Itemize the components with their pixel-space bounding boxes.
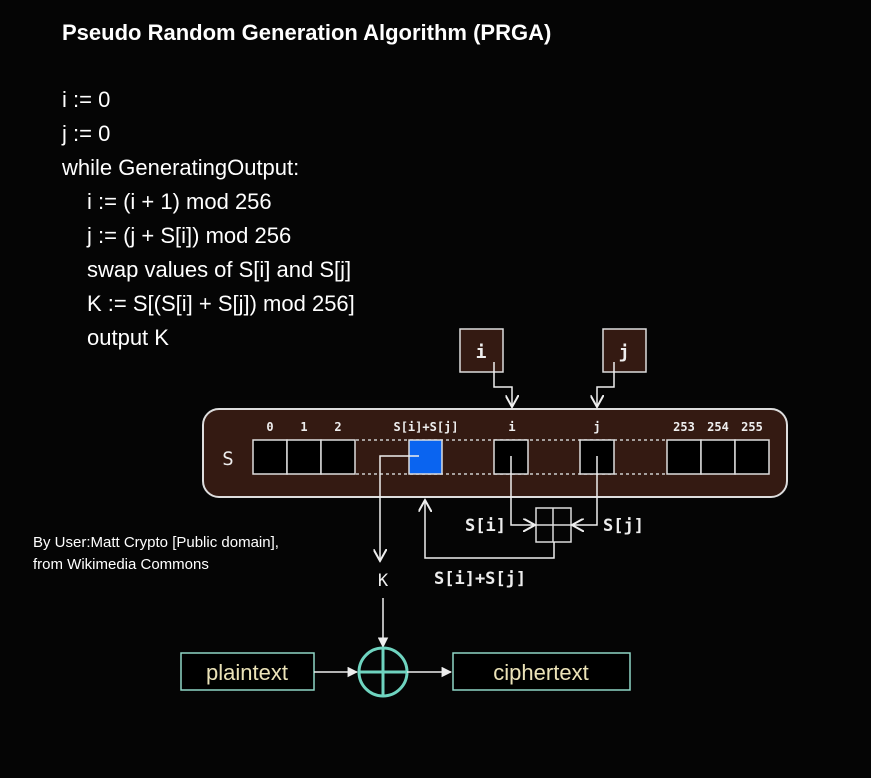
slide-title: Pseudo Random Generation Algorithm (PRGA… — [62, 20, 552, 45]
attribution-line: from Wikimedia Commons — [33, 556, 209, 573]
sum-feedback-arrow — [425, 500, 555, 559]
array-cell — [320, 439, 356, 475]
si-label: S[i] — [465, 516, 506, 536]
index-label: 255 — [741, 420, 763, 434]
j-register-label: j — [619, 342, 630, 363]
array-cell — [252, 439, 288, 475]
plaintext-box — [180, 652, 315, 691]
ciphertext-box — [452, 652, 631, 691]
attribution-line: By User:Matt Crypto [Public domain], — [33, 534, 279, 551]
code-line: i := (i + 1) mod 256 — [87, 189, 272, 214]
code-line: K := S[(S[i] + S[j]) mod 256] — [87, 291, 355, 316]
array-cell — [286, 439, 322, 475]
index-label: i — [508, 420, 515, 434]
code-line: output K — [87, 325, 169, 350]
array-name-label: S — [222, 448, 233, 470]
index-label: 1 — [300, 420, 307, 434]
array-cell-k-highlight — [408, 439, 443, 475]
index-label: 254 — [707, 420, 729, 434]
k-label: K — [378, 571, 389, 591]
plaintext-label: plaintext — [206, 660, 288, 685]
index-label: S[i]+S[j] — [393, 420, 458, 434]
i-register-box — [459, 328, 504, 373]
code-line: swap values of S[i] and S[j] — [87, 257, 352, 282]
i-pointer-arrow — [493, 362, 512, 407]
code-line: i := 0 — [62, 87, 111, 112]
index-label: 253 — [673, 420, 695, 434]
ciphertext-label: ciphertext — [493, 660, 588, 685]
pseudocode: i := 0 j := 0 while GeneratingOutput: i … — [62, 83, 355, 355]
k-output-arrow — [380, 455, 419, 561]
array-cell — [734, 439, 770, 475]
index-label: j — [593, 420, 600, 434]
sj-label: S[j] — [603, 516, 644, 536]
array-cell — [666, 439, 702, 475]
attribution: By User:Matt Crypto [Public domain], fro… — [33, 532, 279, 576]
sj-arrow — [572, 456, 598, 525]
code-line: while GeneratingOutput: — [62, 155, 300, 180]
sum-label: S[i]+S[j] — [434, 569, 526, 589]
code-line: j := (j + S[i]) mod 256 — [87, 223, 292, 248]
array-cell — [700, 439, 736, 475]
j-register-box — [602, 328, 647, 373]
code-line: j := 0 — [62, 121, 111, 146]
index-label: 0 — [266, 420, 273, 434]
i-register-label: i — [476, 342, 487, 363]
index-label: 2 — [334, 420, 341, 434]
si-arrow — [510, 456, 535, 525]
j-pointer-arrow — [597, 362, 615, 407]
